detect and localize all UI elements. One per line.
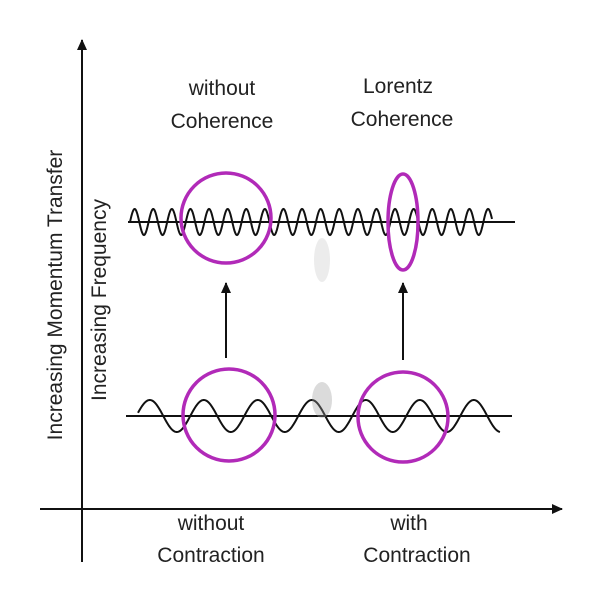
label-lorentz-coherence-line1: Lorentz <box>363 75 433 98</box>
low-frequency-wave <box>137 399 501 433</box>
top-left-circle <box>179 171 273 265</box>
label-without-contraction-line1: without <box>177 512 245 535</box>
bottom-right-circle <box>356 370 450 464</box>
label-with-contraction-line2: Contraction <box>363 544 470 567</box>
y-axis-label-frequency: Increasing Frequency <box>88 199 111 401</box>
smudge-artifact <box>314 238 330 282</box>
label-with-contraction-line1: with <box>389 512 427 535</box>
y-axis-label-momentum: Increasing Momentum Transfer <box>44 150 67 441</box>
label-lorentz-coherence-line2: Coherence <box>351 108 454 131</box>
label-without-coherence-line2: Coherence <box>171 110 274 133</box>
top-right-ellipse <box>386 172 420 272</box>
smudge-artifact-lower <box>312 382 332 418</box>
label-without-coherence-line1: without <box>188 77 256 100</box>
high-frequency-wave <box>129 207 493 237</box>
bottom-left-circle <box>181 367 277 463</box>
label-without-contraction-line2: Contraction <box>157 544 264 567</box>
